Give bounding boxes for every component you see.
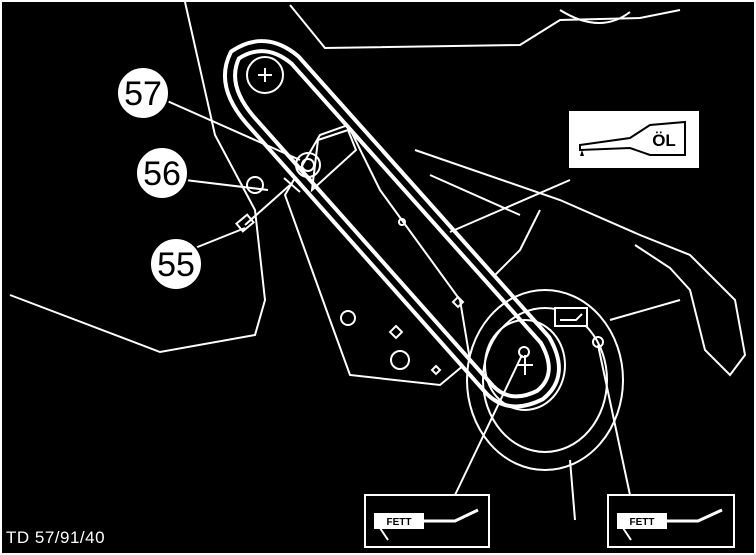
grease-gun-symbol-left: FETT xyxy=(364,494,490,548)
callout-55: 55 xyxy=(149,237,203,291)
callout-55-label: 55 xyxy=(157,246,195,284)
grease-gun-symbol-right: FETT xyxy=(607,494,735,548)
grease-indicator-pulley xyxy=(554,307,588,327)
lower-pulley xyxy=(466,289,624,471)
grease-label-right: FETT xyxy=(630,517,655,528)
callout-56-label: 56 xyxy=(143,155,181,193)
figure-code: TD 57/91/40 xyxy=(6,528,106,547)
grease-gun-icon xyxy=(374,508,479,541)
callout-57: 57 xyxy=(116,66,170,120)
grease-label-left: FETT xyxy=(387,517,412,528)
oil-can-icon xyxy=(579,120,686,156)
upper-pulley xyxy=(246,56,284,94)
grease-gun-icon xyxy=(617,508,723,541)
tensioner xyxy=(235,128,358,233)
housing-lines xyxy=(9,1,747,521)
leader-lines xyxy=(164,99,631,496)
oil-can-symbol: ÖL xyxy=(569,111,699,168)
arm-plate xyxy=(283,123,472,387)
oil-label: ÖL xyxy=(652,131,676,150)
drive-belt xyxy=(223,39,561,409)
callout-57-label: 57 xyxy=(124,75,162,113)
callout-56: 56 xyxy=(135,146,189,200)
